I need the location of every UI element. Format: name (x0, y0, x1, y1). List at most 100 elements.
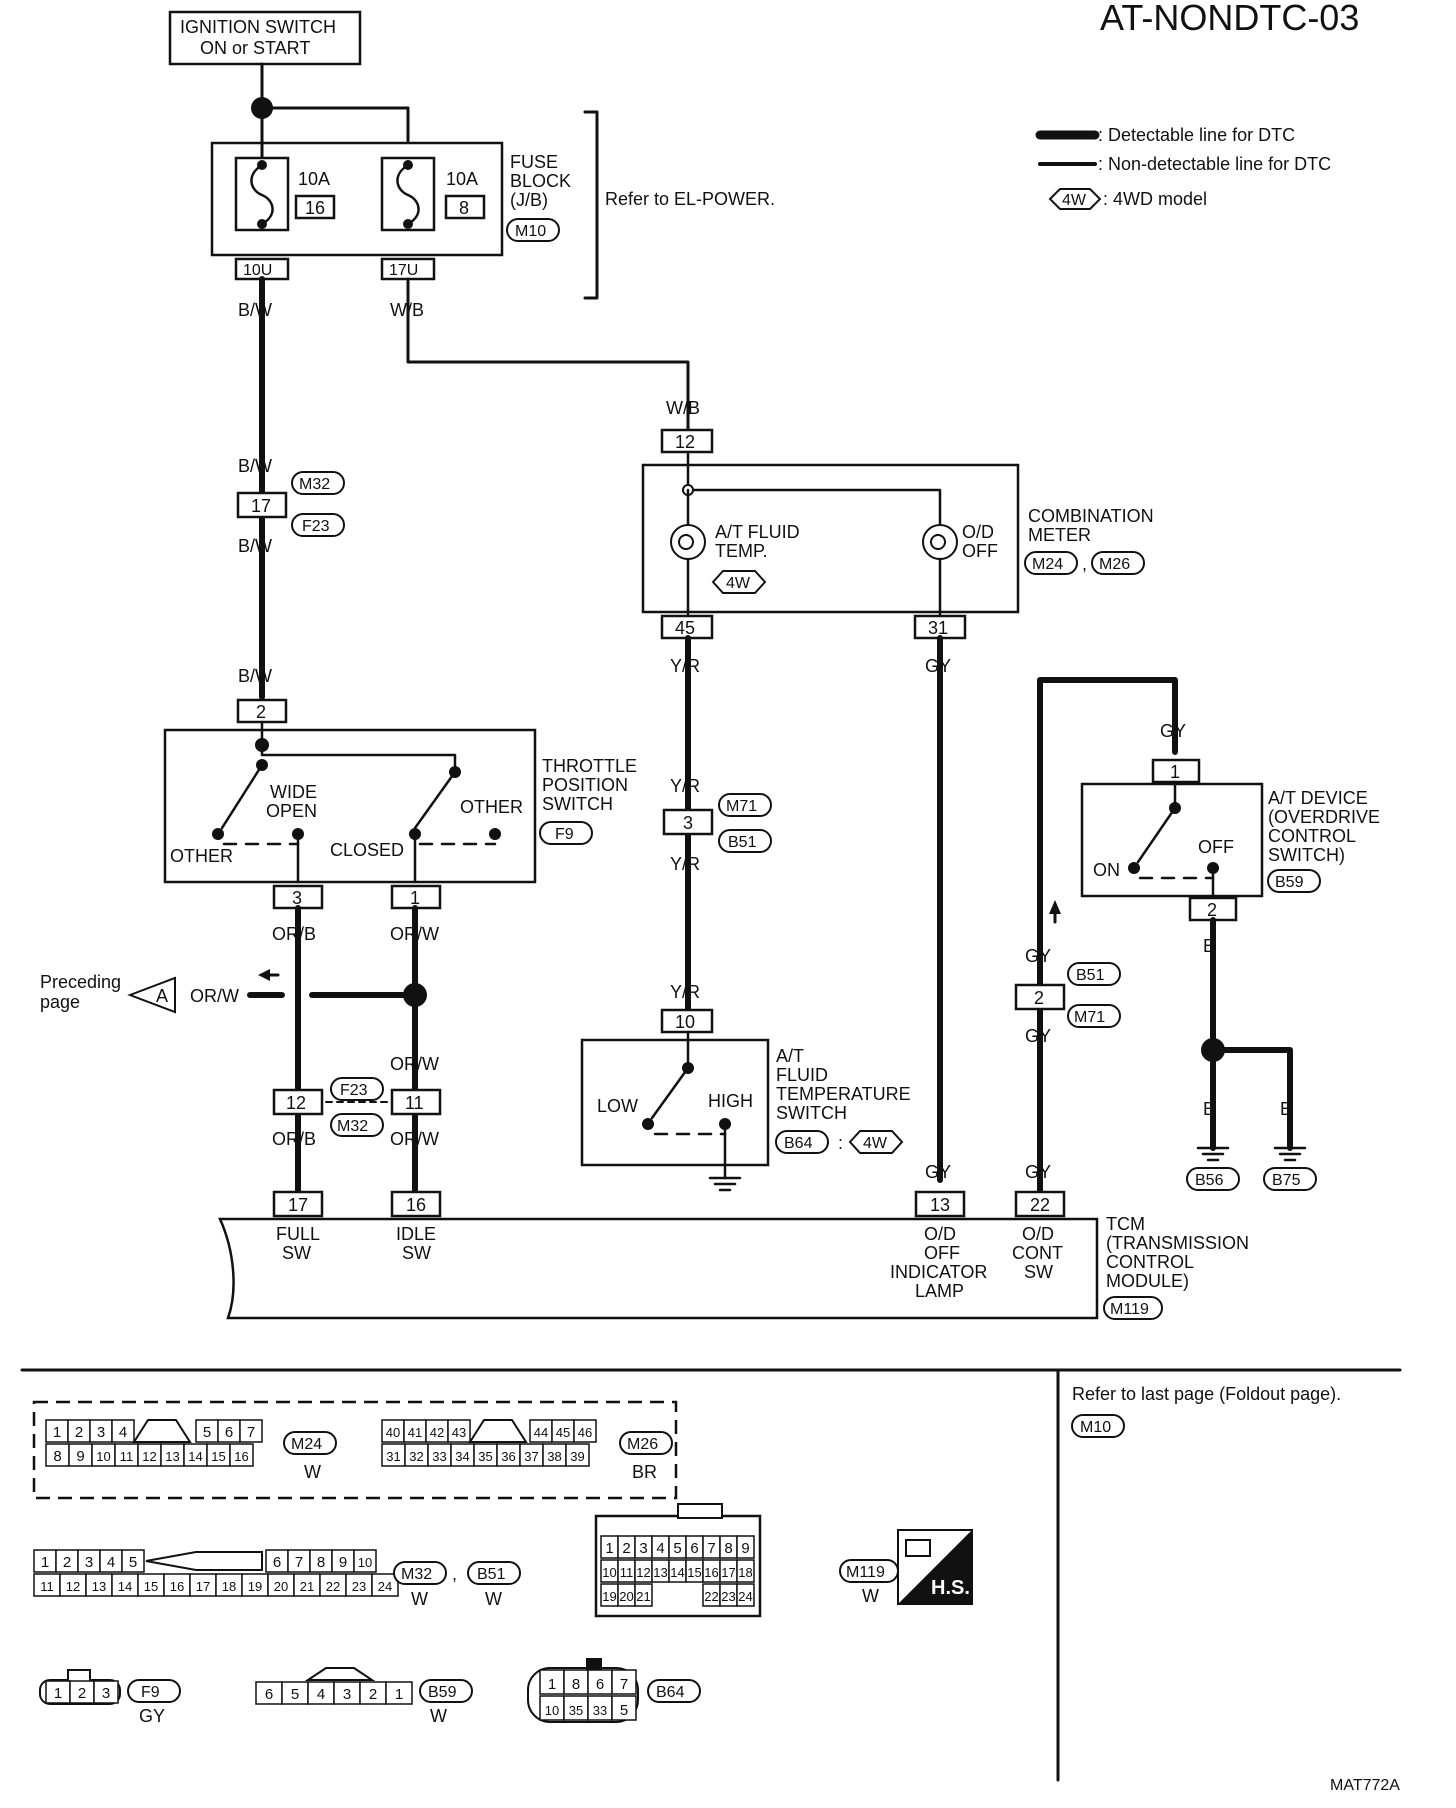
conn-f9: F9 (555, 826, 574, 843)
pin-number: 1 (548, 1676, 556, 1693)
fuse2-icon (396, 163, 420, 226)
conn-m24: M24 (1032, 556, 1063, 573)
pin-number: 1 (395, 1686, 403, 1703)
pin-cell (563, 1695, 589, 1721)
pin-number: 5 (291, 1686, 299, 1703)
wire-gy-1: GY (925, 656, 951, 676)
wire-gy-4: GY (1025, 946, 1051, 966)
wire-gy-5: GY (1025, 1026, 1051, 1046)
pin-cell (634, 1583, 653, 1607)
term-12-label: 12 (675, 432, 695, 452)
conn-m24-face: M24 (291, 1436, 322, 1453)
meter-label-1: COMBINATION (1028, 506, 1154, 526)
tps-label-2: POSITION (542, 775, 628, 795)
fourwd-badge-shape (1048, 188, 1102, 210)
fuse-block: 10A 16 10A 8 FUSE BLOCK (J/B) M10 Refer … (210, 106, 775, 300)
tcm-label-4: MODULE) (1106, 1271, 1189, 1291)
wire-orw-1: OR/W (390, 924, 439, 944)
pin-cell (111, 1419, 135, 1443)
pin-number: 10 (602, 1565, 616, 1580)
pin-number: 17 (721, 1565, 735, 1580)
tps-other-right: OTHER (460, 797, 523, 817)
od-label-2: OFF (962, 541, 998, 561)
fuse1-icon (250, 163, 274, 226)
pin-number: 5 (673, 1540, 681, 1557)
tcm-odoff-2: OFF (924, 1243, 960, 1263)
pin-number: 2 (78, 1685, 86, 1702)
conn-m26: M26 (1099, 556, 1130, 573)
conn-b51: B51 (728, 834, 757, 851)
term-1-device-label: 1 (1170, 762, 1180, 782)
pin-cell (611, 1669, 637, 1695)
conn-oval (506, 218, 560, 242)
pin-number: 43 (452, 1425, 466, 1440)
connector-key (677, 1503, 723, 1519)
pin-number: 9 (76, 1448, 84, 1465)
wire-gy-2: GY (925, 1162, 951, 1182)
legend-detectable: : Detectable line for DTC (1098, 125, 1295, 145)
pin-number: 8 (317, 1554, 325, 1571)
fourwd-badge-shape (848, 1130, 904, 1154)
throttle-position-switch: 2 WIDE OPEN OTHER CLOSED OTHER THROTTLE … (163, 698, 637, 910)
pin-number: 10 (96, 1449, 110, 1464)
term-16-tcm-label: 16 (406, 1195, 426, 1215)
wire-gy-6: GY (1025, 1162, 1051, 1182)
pin-number: 2 (369, 1686, 377, 1703)
wire-bw-1: B/W (238, 300, 272, 320)
pin-number: 33 (593, 1703, 607, 1718)
pin-number: 17 (196, 1579, 210, 1594)
tcm-idle-2: SW (402, 1243, 431, 1263)
wire-orw-preceding: OR/W (190, 986, 239, 1006)
pin-number: 7 (295, 1554, 303, 1571)
pin-number: 20 (619, 1589, 633, 1604)
term-45-label: 45 (675, 618, 695, 638)
conn-m26-face: M26 (627, 1436, 658, 1453)
fuse1-number-box (294, 194, 336, 220)
tcm-label-3: CONTROL (1106, 1252, 1194, 1272)
legend-4w-badge: 4W (1062, 192, 1087, 209)
page-title: AT-NONDTC-03 (1100, 0, 1359, 38)
pin-number: 7 (707, 1540, 715, 1557)
fluid-switch-box (580, 1038, 770, 1167)
tcm-odcont-1: O/D (1022, 1224, 1054, 1244)
pin-cell (573, 1419, 597, 1443)
connector-key (304, 1667, 376, 1681)
pin-cell (565, 1443, 590, 1467)
junction-dot (403, 983, 427, 1007)
tcm-odoff-3: INDICATOR (890, 1262, 987, 1282)
pin-number: 5 (129, 1554, 137, 1571)
ignition-line1: IGNITION SWITCH (180, 17, 336, 37)
pin-number: 3 (639, 1540, 647, 1557)
device-on: ON (1093, 860, 1120, 880)
pin-cell (587, 1669, 613, 1695)
pin-number: 10 (358, 1555, 372, 1570)
m24-color: W (304, 1462, 321, 1482)
conn-f23-2: F23 (340, 1082, 368, 1099)
term-2-b51 (1014, 983, 1066, 1011)
pin-number: 7 (247, 1424, 255, 1441)
conn-m32-2: M32 (337, 1118, 368, 1135)
pin-cell (229, 1443, 254, 1467)
pin-number: 11 (40, 1579, 54, 1594)
pin-number: 24 (738, 1589, 752, 1604)
pin-number: 6 (265, 1686, 273, 1703)
m32-color: W (411, 1589, 428, 1609)
pin-number: 1 (41, 1554, 49, 1571)
pin-cell (736, 1583, 755, 1607)
pin-number: 18 (222, 1579, 236, 1594)
tps-closed: CLOSED (330, 840, 404, 860)
conn-b64: B64 (784, 1135, 813, 1152)
refer-bracket (583, 110, 599, 300)
device-label-4: SWITCH) (1268, 845, 1345, 865)
tcm-label-2: (TRANSMISSION (1106, 1233, 1249, 1253)
pin-number: 12 (142, 1449, 156, 1464)
pin-number: 13 (165, 1449, 179, 1464)
pin-number: 3 (85, 1554, 93, 1571)
wire-bw-4: B/W (238, 666, 272, 686)
pin-number: 22 (704, 1589, 718, 1604)
